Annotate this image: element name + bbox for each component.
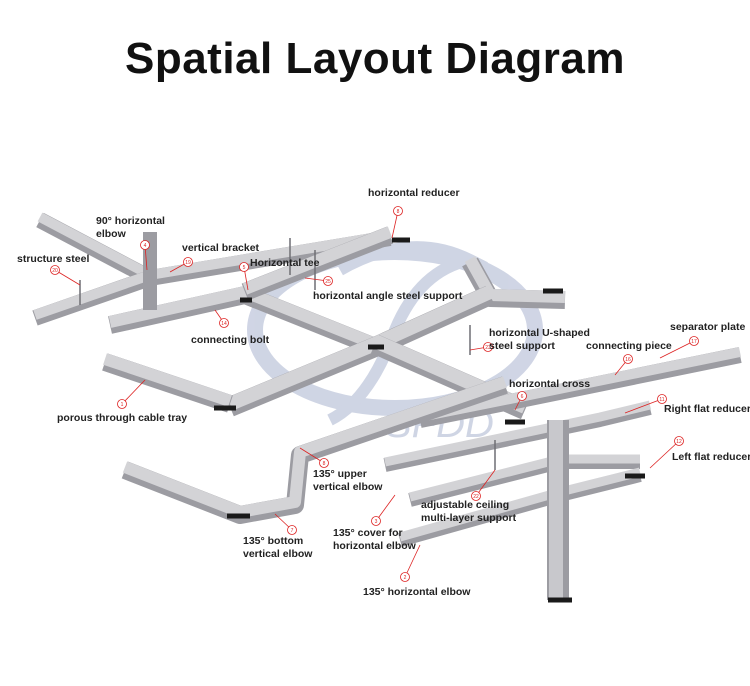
callout-circle xyxy=(239,262,249,272)
label-text: 135° cover for xyxy=(333,527,403,539)
label-text: porous through cable tray xyxy=(57,412,187,424)
callout-circle xyxy=(117,399,127,409)
label-connecting-bolt: 14 connecting bolt xyxy=(191,309,270,346)
callout-circle xyxy=(400,572,410,582)
callout-number: 12 xyxy=(676,439,682,445)
callout-circle xyxy=(287,525,297,535)
leader-line xyxy=(475,469,496,497)
callout-circle xyxy=(471,491,481,501)
callout-circle xyxy=(50,265,60,275)
vertical-risers xyxy=(143,232,569,600)
callout-circle xyxy=(623,354,633,364)
callout-circle xyxy=(183,257,193,267)
label-horizontal-cross: 6 horizontal cross xyxy=(509,378,590,411)
label-text: horizontal reducer xyxy=(368,187,460,199)
callout-circle xyxy=(689,336,699,346)
label-text: Right flat reducer xyxy=(664,403,750,415)
leader-line xyxy=(659,340,695,359)
label-text: connecting piece xyxy=(586,340,672,352)
label-porous-through-cable-tray: 1 porous through cable tray xyxy=(57,379,187,424)
callout-number: 20 xyxy=(52,268,58,274)
callout-number: 22 xyxy=(473,494,479,500)
callout-number: 6 xyxy=(521,394,524,400)
tray-lower-left xyxy=(121,376,508,524)
callout-circle xyxy=(319,458,329,468)
label-horizontal-tee: 5 Horizontal tee xyxy=(239,257,320,291)
label-text: 90° horizontal xyxy=(96,215,165,227)
label-separator-plate: 17 separator plate xyxy=(659,321,745,359)
label-text: horizontal angle steel support xyxy=(313,290,463,302)
label-text: steel support xyxy=(489,340,555,352)
callout-number: 8 xyxy=(397,209,400,215)
label-text: elbow xyxy=(96,228,127,240)
callout-number: 16 xyxy=(625,357,631,363)
callout-circle xyxy=(674,436,684,446)
label-text: vertical elbow xyxy=(313,481,383,493)
page-title: Spatial Layout Diagram xyxy=(124,34,625,83)
label-text: Left flat reducer xyxy=(672,451,750,463)
callout-circle xyxy=(323,276,333,286)
label-text: horizontal cross xyxy=(509,378,590,390)
callout-number: 7 xyxy=(291,528,294,534)
callout-number: 11 xyxy=(659,397,664,403)
callout-number: 19 xyxy=(185,260,191,266)
label-text: connecting bolt xyxy=(191,334,270,346)
callout-circle xyxy=(393,206,403,216)
callout-number: 3 xyxy=(375,519,378,525)
callout-number: 4 xyxy=(144,243,147,249)
label-connecting-piece: 16 connecting piece xyxy=(586,340,672,376)
callout-number: 5 xyxy=(243,265,246,271)
callout-circle xyxy=(517,391,527,401)
callout-number: 2 xyxy=(404,575,407,581)
callout-number: 1 xyxy=(121,402,124,408)
label-text: 135° horizontal elbow xyxy=(363,586,471,598)
label-vertical-bracket: 19 vertical bracket xyxy=(169,242,260,273)
leader-line xyxy=(624,398,663,414)
label-text: multi-layer support xyxy=(421,512,517,524)
callout-number: 14 xyxy=(221,321,227,327)
label-horizontal-angle-steel-support: 25 horizontal angle steel support xyxy=(304,276,463,302)
callout-circle xyxy=(657,394,667,404)
label-text: 135° upper xyxy=(313,468,367,480)
callout-circle xyxy=(219,318,229,328)
callout-number: 23 xyxy=(485,345,491,351)
tray-end-caps xyxy=(214,237,645,603)
callout-circle xyxy=(371,516,381,526)
label-text: separator plate xyxy=(670,321,745,333)
leader-line xyxy=(649,440,680,469)
label-text: structure steel xyxy=(17,253,89,265)
watermark-logo: SFDD xyxy=(247,241,543,446)
leader-line xyxy=(121,379,146,405)
cable-tray-network xyxy=(32,212,742,603)
label-text: Horizontal tee xyxy=(250,257,320,269)
callout-number: 25 xyxy=(325,279,331,285)
label-text: vertical bracket xyxy=(182,242,260,254)
callout-circle xyxy=(483,342,493,352)
leader-line xyxy=(404,544,421,578)
label-text: adjustable ceiling xyxy=(421,499,509,511)
leader-line xyxy=(375,494,396,522)
callout-number: 17 xyxy=(691,339,697,345)
label-horizontal-reducer: 8 horizontal reducer xyxy=(368,187,460,239)
label-135-horizontal-elbow: 2 135° horizontal elbow xyxy=(363,544,471,598)
label-text: horizontal U-shaped xyxy=(489,327,590,339)
callout-circle xyxy=(140,240,150,250)
tray-main-diagonal xyxy=(108,226,394,356)
label-text: horizontal elbow xyxy=(333,540,417,552)
callout-number: 8 xyxy=(323,461,326,467)
label-text: vertical elbow xyxy=(243,548,313,560)
label-structure-steel: 20 structure steel xyxy=(17,253,89,286)
label-text: 135° bottom xyxy=(243,535,303,547)
